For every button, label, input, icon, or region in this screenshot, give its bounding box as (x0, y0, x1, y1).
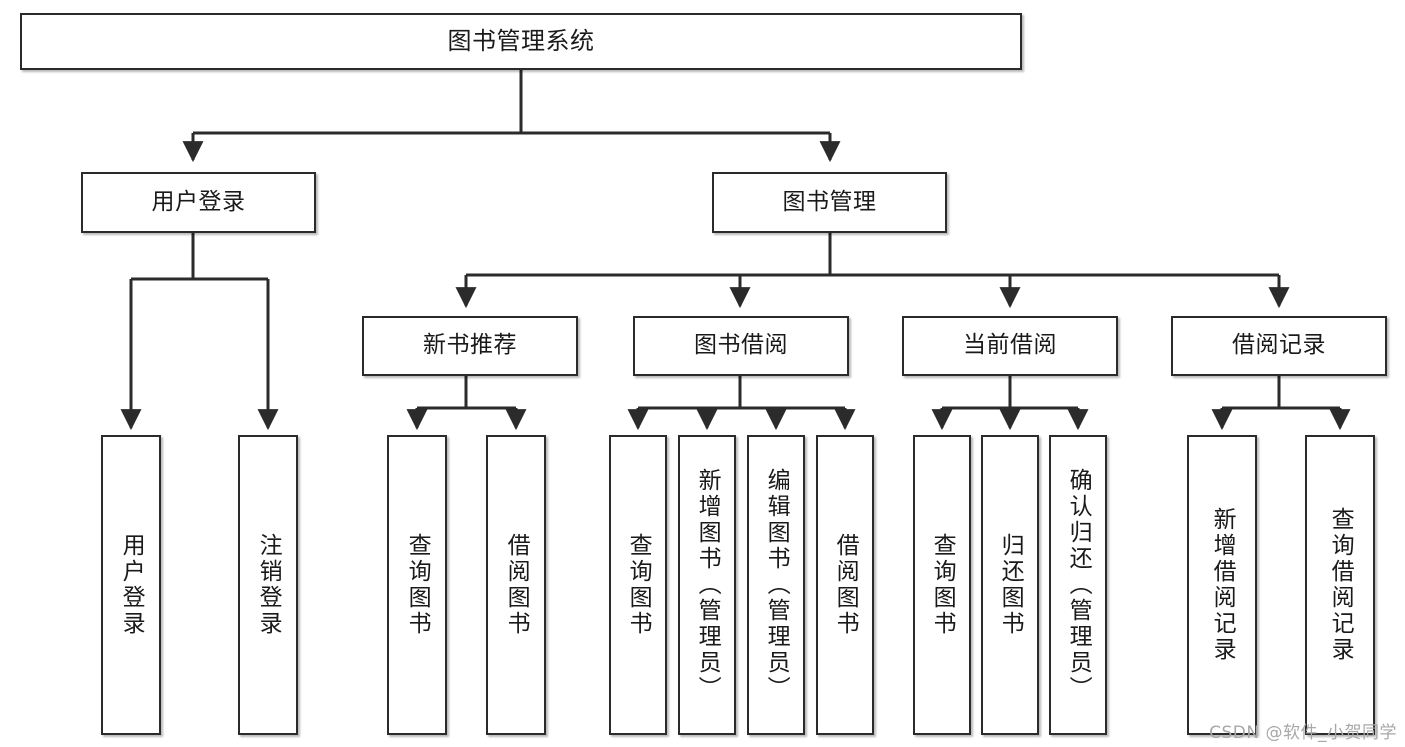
leaf-query-book-2[interactable]: 查询图书 (609, 435, 667, 735)
leaf-return-book[interactable]: 归还图书 (981, 435, 1039, 735)
leaf-confirm-return[interactable]: 确认归还（管理员） (1049, 435, 1107, 735)
leaf-add-book-label: 新增图书（管理员） (694, 468, 721, 702)
node-user-login-label: 用户登录 (151, 188, 246, 215)
leaf-borrow-book-2-label: 借阅图书 (832, 533, 859, 637)
leaf-user-login[interactable]: 用户登录 (101, 435, 161, 735)
leaf-add-record[interactable]: 新增借阅记录 (1187, 435, 1257, 735)
leaf-query-book-3[interactable]: 查询图书 (913, 435, 971, 735)
node-new-book-recommend-label: 新书推荐 (423, 332, 517, 359)
node-new-book-recommend[interactable]: 新书推荐 (362, 316, 578, 376)
leaf-user-login-label: 用户登录 (118, 533, 145, 637)
leaf-add-book[interactable]: 新增图书（管理员） (678, 435, 736, 735)
node-borrow-record-label: 借阅记录 (1232, 332, 1326, 359)
leaf-query-record[interactable]: 查询借阅记录 (1305, 435, 1375, 735)
leaf-query-book-1[interactable]: 查询图书 (387, 435, 447, 735)
leaf-borrow-book-1-label: 借阅图书 (503, 533, 530, 637)
node-book-manage-label: 图书管理 (782, 188, 877, 215)
leaf-add-record-label: 新增借阅记录 (1209, 507, 1236, 663)
node-current-borrow[interactable]: 当前借阅 (902, 316, 1118, 376)
leaf-return-book-label: 归还图书 (997, 533, 1024, 637)
node-book-borrow-label: 图书借阅 (694, 332, 788, 359)
node-user-login[interactable]: 用户登录 (81, 172, 316, 233)
leaf-borrow-book-2[interactable]: 借阅图书 (816, 435, 874, 735)
leaf-query-book-2-label: 查询图书 (625, 533, 652, 637)
node-root[interactable]: 图书管理系统 (20, 13, 1022, 70)
leaf-query-record-label: 查询借阅记录 (1327, 507, 1354, 663)
leaf-confirm-return-label: 确认归还（管理员） (1065, 468, 1092, 702)
leaf-user-logout-label: 注销登录 (255, 533, 282, 637)
node-root-label: 图书管理系统 (447, 27, 595, 56)
leaf-user-logout[interactable]: 注销登录 (238, 435, 298, 735)
leaf-edit-book-label: 编辑图书（管理员） (763, 468, 790, 702)
leaf-edit-book[interactable]: 编辑图书（管理员） (747, 435, 805, 735)
node-book-manage[interactable]: 图书管理 (712, 172, 947, 233)
node-borrow-record[interactable]: 借阅记录 (1171, 316, 1387, 376)
leaf-query-book-1-label: 查询图书 (404, 533, 431, 637)
leaf-query-book-3-label: 查询图书 (929, 533, 956, 637)
csdn-watermark: CSDN @软件_小贺同学 (1209, 723, 1397, 743)
leaf-borrow-book-1[interactable]: 借阅图书 (486, 435, 546, 735)
node-current-borrow-label: 当前借阅 (963, 332, 1057, 359)
node-book-borrow[interactable]: 图书借阅 (633, 316, 849, 376)
